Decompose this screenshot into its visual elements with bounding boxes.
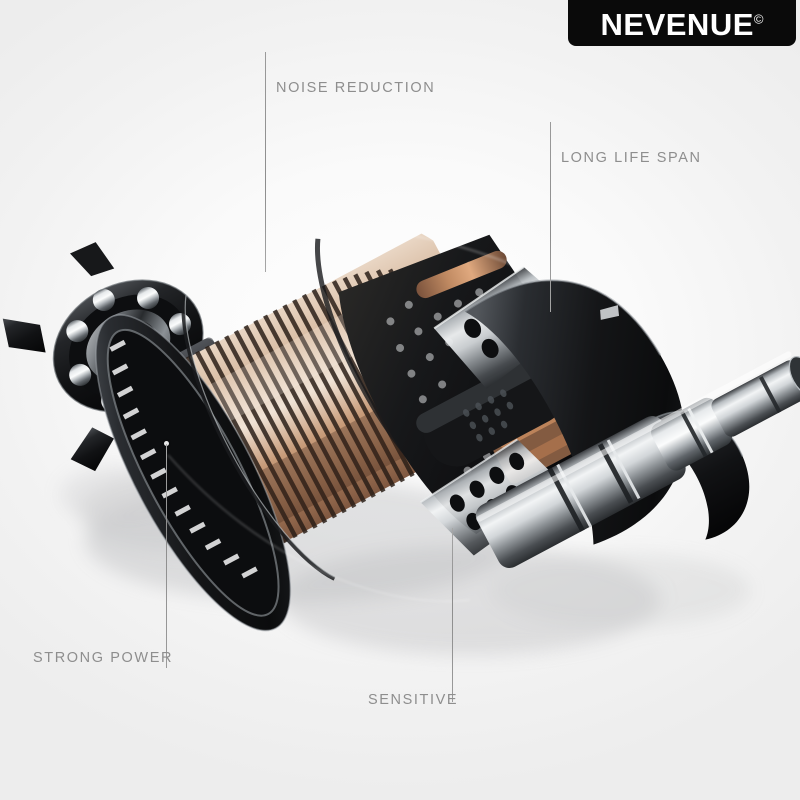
leader-node-strong-power bbox=[164, 441, 169, 446]
brand-name: NEVENUE© bbox=[601, 9, 764, 40]
copper-windings bbox=[416, 250, 616, 484]
brand-logo: NEVENUE© bbox=[568, 0, 796, 46]
brand-name-text: NEVENUE bbox=[600, 7, 754, 42]
drive-shaft bbox=[475, 351, 800, 568]
callout-label-long-life-span: LONG LIFE SPAN bbox=[561, 150, 702, 166]
end-cap bbox=[464, 279, 685, 545]
floor-shadow bbox=[60, 465, 750, 655]
callout-label-strong-power: STRONG POWER bbox=[33, 650, 174, 666]
laminated-core bbox=[95, 230, 526, 632]
bearing-assembly bbox=[2, 242, 204, 472]
inner-housing bbox=[338, 234, 624, 534]
commutator bbox=[416, 351, 566, 467]
copyright-icon: © bbox=[753, 11, 764, 27]
leader-line-sensitive bbox=[452, 528, 453, 702]
brush-holder-lower bbox=[420, 438, 567, 556]
callout-label-sensitive: SENSITIVE bbox=[368, 692, 459, 708]
leader-line-noise-reduction bbox=[265, 52, 266, 272]
callout-label-noise-reduction: NOISE REDUCTION bbox=[276, 80, 436, 96]
shaft-stub-left bbox=[147, 337, 228, 405]
core-stripes bbox=[148, 265, 507, 560]
leader-line-long-life-span bbox=[550, 122, 551, 312]
edge-highlights bbox=[167, 226, 521, 602]
brush-holder-upper bbox=[433, 266, 583, 389]
core-teeth bbox=[109, 339, 258, 579]
retaining-clip bbox=[640, 410, 750, 540]
housing-perforations bbox=[386, 261, 532, 475]
leader-line-strong-power bbox=[166, 444, 167, 668]
core-laminations bbox=[141, 230, 526, 567]
